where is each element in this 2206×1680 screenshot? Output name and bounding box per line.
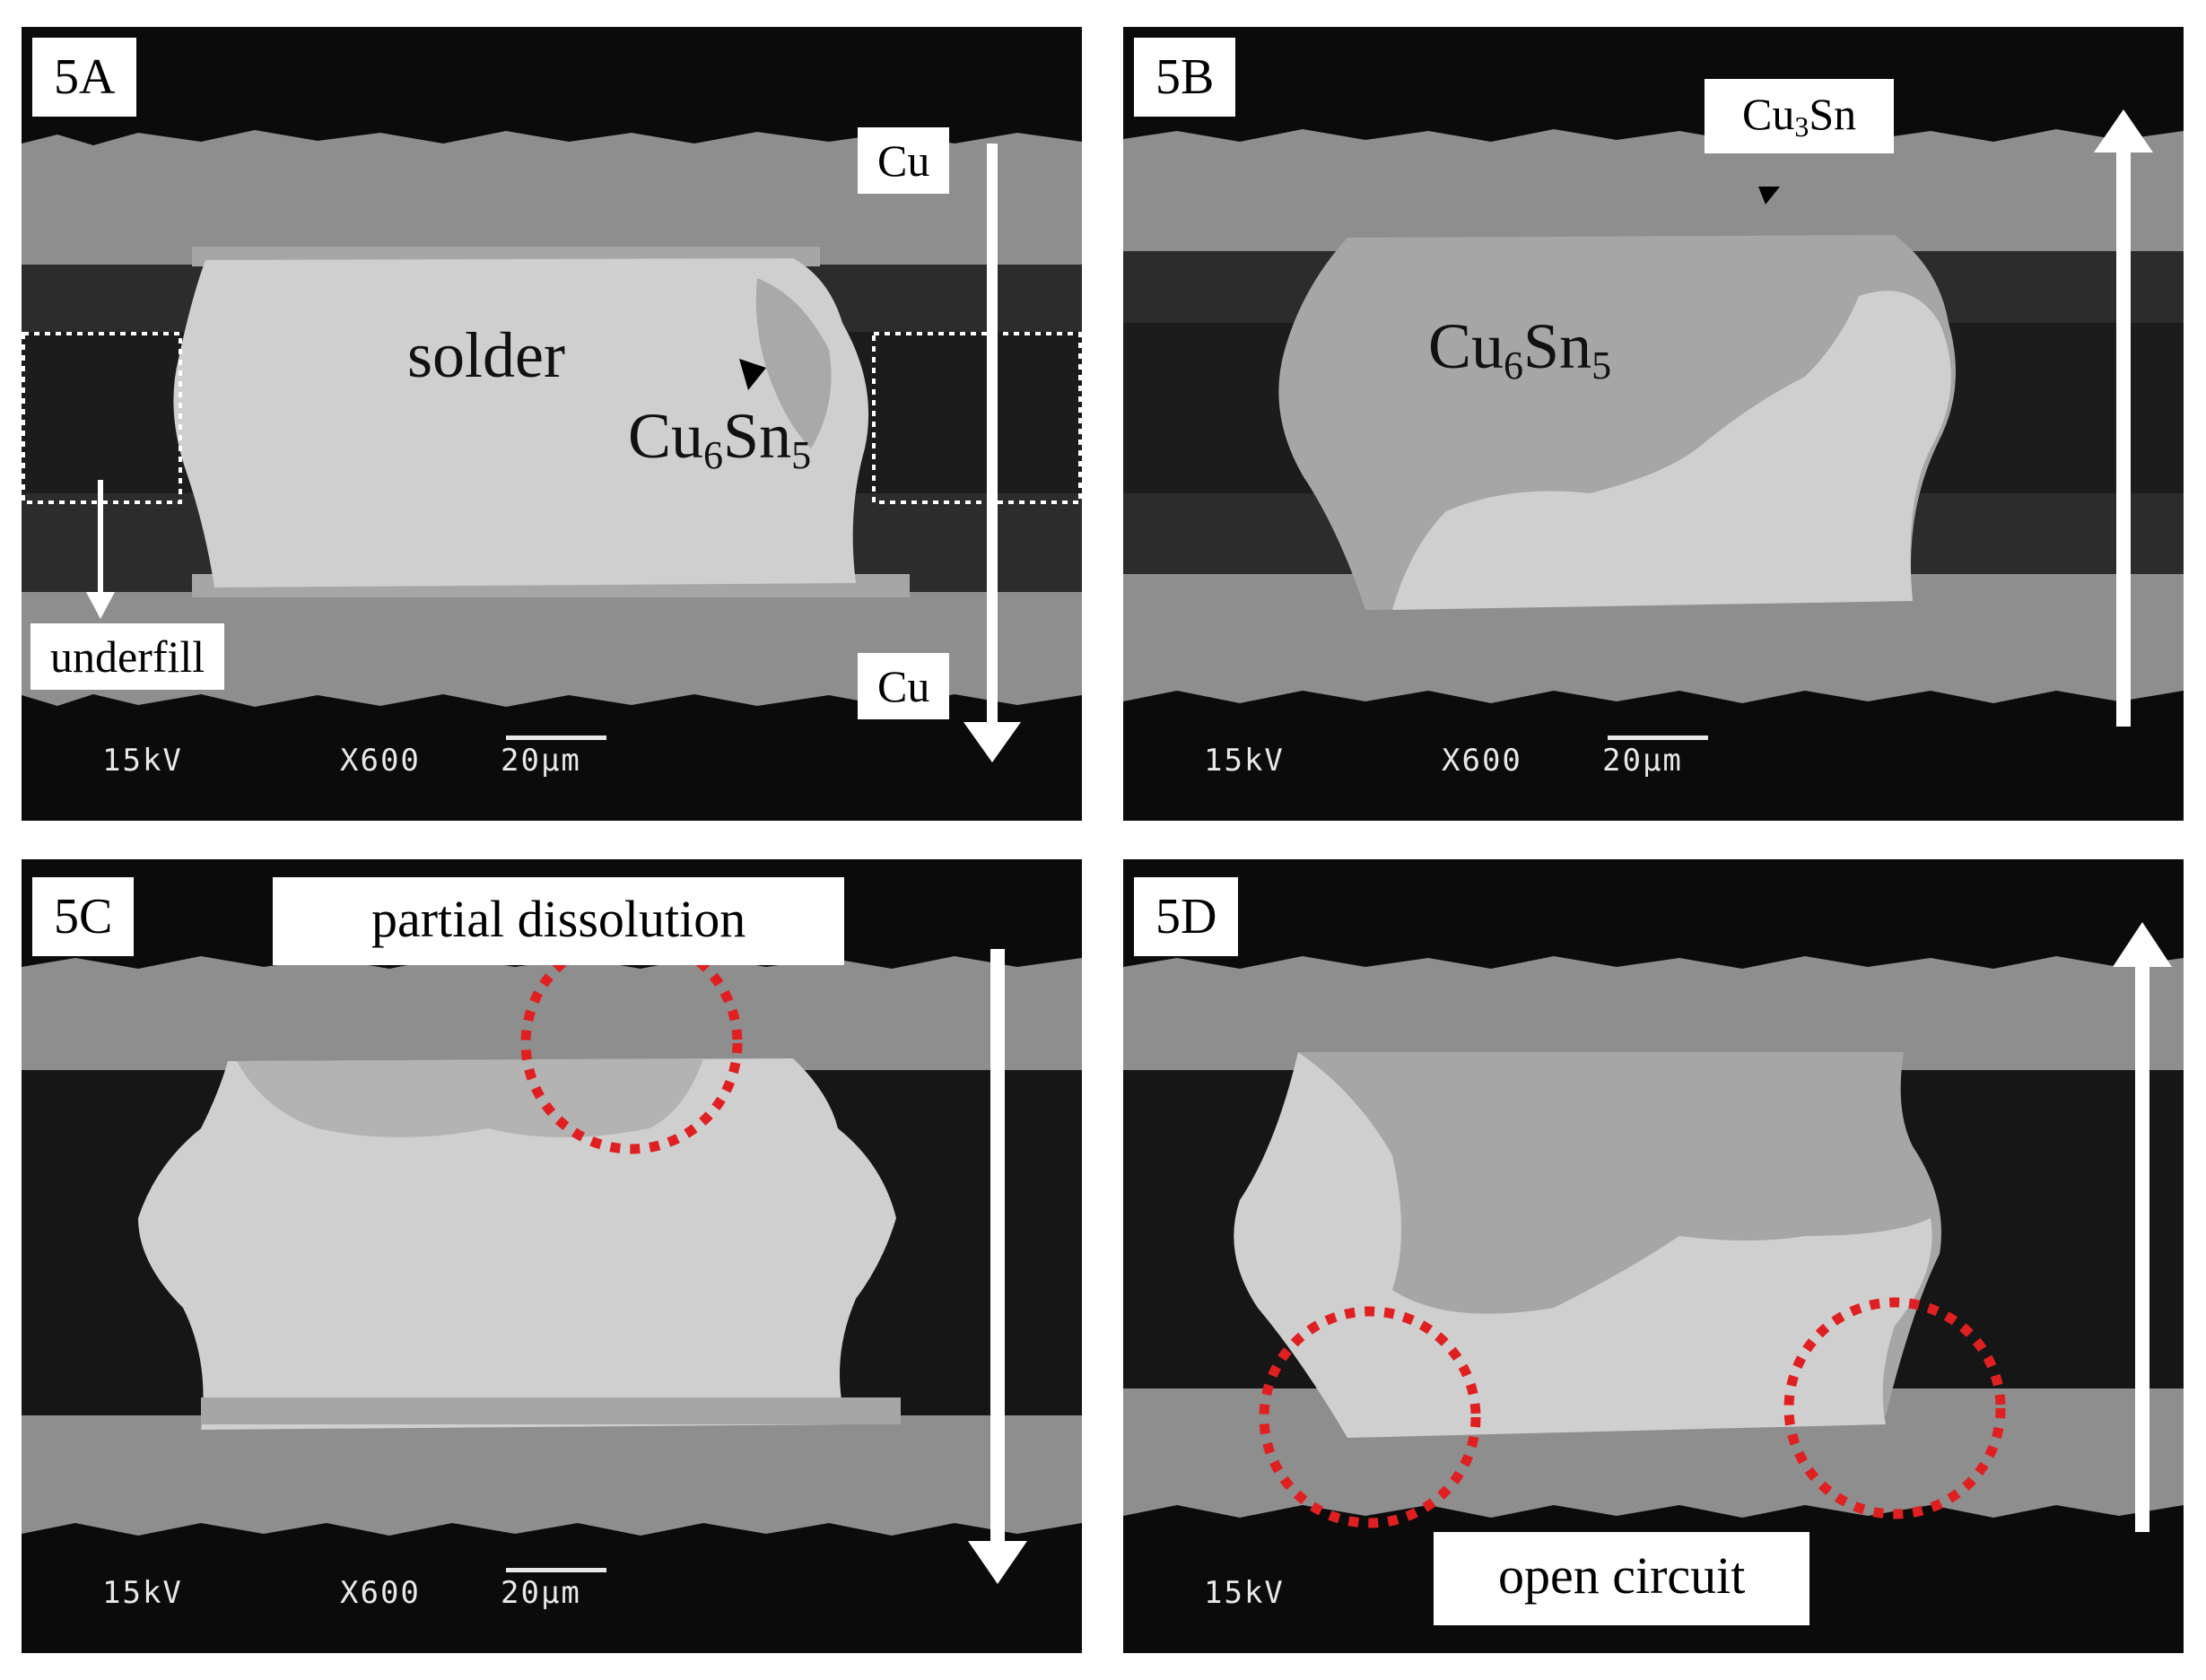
panel-5d: 5D open circuit 15kV [1123,859,2184,1653]
sem-image-5d [1123,859,2184,1653]
imc-label: Cu6Sn5 [628,400,812,477]
imc-label: Cu6Sn5 [1428,310,1612,387]
cu-top-label: Cu [858,127,950,194]
sem-image-5b [1123,27,2184,821]
current-arrow-down-icon [968,1541,1027,1584]
open-circuit-callout: open circuit [1434,1532,1810,1625]
panel-label: 5A [32,38,137,117]
magnification-readout: X600 [1442,743,1522,779]
panel-label: 5D [1134,877,1239,956]
underfill-label: underfill [31,623,225,690]
panel-label: 5C [32,877,135,956]
scale-bar [1608,736,1708,740]
scale-bar [506,1568,606,1572]
panel-5b: 5B Cu3Sn Cu6Sn5 15kV X600 20µm [1123,27,2184,821]
scale-bar [506,736,606,740]
voltage-readout: 15kV [102,743,183,779]
magnification-readout: X600 [340,743,421,779]
cu3sn-label: Cu3Sn [1705,79,1895,153]
current-arrow-down-icon [963,722,1021,762]
panel-5a: 5A Cu Cu solder Cu6Sn5 underfill 15kV X6… [22,27,1082,821]
scale-readout: 20µm [1602,743,1683,779]
panel-label: 5B [1134,38,1236,117]
voltage-readout: 15kV [102,1575,183,1611]
scale-readout: 20µm [501,1575,581,1611]
solder-label: solder [407,319,565,391]
cu-bottom-label: Cu [858,653,950,719]
scale-readout: 20µm [501,743,581,779]
highlight-circle-right [1783,1297,2006,1519]
highlight-circle-left [1259,1306,1481,1528]
current-arrow-up-icon [2113,922,2172,967]
current-arrow-up-icon [2094,109,2153,152]
magnification-readout: X600 [340,1575,421,1611]
sem-image-5c [22,859,1082,1653]
voltage-readout: 15kV [1204,1575,1285,1611]
voltage-readout: 15kV [1204,743,1285,779]
partial-dissolution-callout: partial dissolution [273,877,845,965]
panel-5c: 5C partial dissolution 15kV X600 20µm [22,859,1082,1653]
